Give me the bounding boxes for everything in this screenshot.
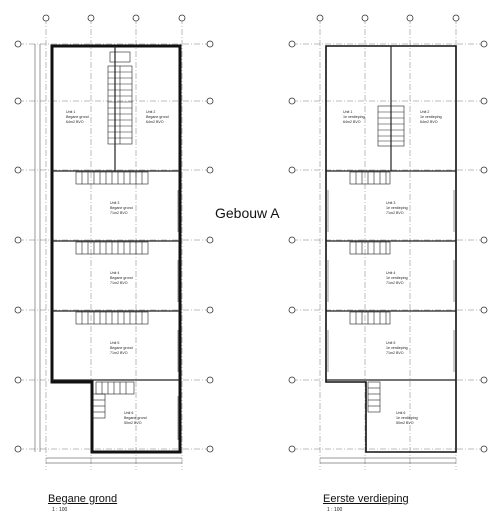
- central-stair-first: [377, 105, 405, 147]
- building-label: Gebouw A: [215, 205, 280, 221]
- unit-2-first-name: Unit 2: [420, 110, 429, 114]
- ground-floor-title: Begane grond: [48, 493, 118, 505]
- dimension-lines-first: [320, 457, 456, 464]
- grid-bubbles: [14, 14, 214, 453]
- unit-3-ground-floor: Begane grond: [110, 206, 133, 210]
- unit-5-first-name: Unit 5: [386, 341, 395, 345]
- inner-walls-first: [326, 46, 456, 381]
- unit-5-ground-area: 71m2 BVO: [110, 351, 128, 355]
- grid-bubbles-first: [288, 14, 488, 453]
- unit-3-first-name: Unit 3: [386, 201, 395, 205]
- unit-5-first-floor: 1e verdieping: [386, 346, 408, 350]
- first-floor-plan: Unit 1 1e verdieping 64m2 BVO Unit 2 1e …: [288, 14, 488, 470]
- facade-windows-first: [327, 190, 455, 372]
- unit-stairs-first: [349, 171, 391, 413]
- unit-4-ground-area: 71m2 BVO: [110, 281, 128, 285]
- unit-1-ground-area: 64m2 BVO: [66, 120, 84, 124]
- unit-4-first-name: Unit 4: [386, 271, 395, 275]
- outer-walls-first: [325, 45, 457, 453]
- unit-4-ground-floor: Begane grond: [110, 276, 133, 280]
- unit-1-ground-floor: Begane grond: [66, 115, 89, 119]
- unit-2-first-area: 64m2 BVO: [420, 120, 438, 124]
- unit-6-first-floor: 1e verdieping: [396, 416, 418, 420]
- unit-5-first-area: 71m2 BVO: [386, 351, 404, 355]
- grid-lines-vertical-first: [319, 18, 457, 470]
- unit-1-first-area: 64m2 BVO: [343, 120, 361, 124]
- unit-1-first-floor: 1e verdieping: [343, 115, 365, 119]
- unit-6-ground-name: Unit 6: [124, 411, 133, 415]
- unit-5-ground-floor: Begane grond: [110, 346, 133, 350]
- unit-3-first-area: 71m2 BVO: [386, 211, 404, 215]
- unit-3-first-floor: 1e verdieping: [386, 206, 408, 210]
- outer-walls: [50, 44, 182, 454]
- unit-2-first-floor: 1e verdieping: [420, 115, 442, 119]
- unit-1-ground-name: Unit 1: [66, 110, 75, 114]
- first-floor-title: Eerste verdieping: [323, 493, 409, 505]
- unit-6-first-area: 50m2 BVO: [396, 421, 414, 425]
- first-floor-scale: 1 : 100: [327, 507, 343, 513]
- unit-stairs: [75, 171, 149, 419]
- unit-2-ground-area: 64m2 BVO: [146, 120, 164, 124]
- unit-labels-first: Unit 1 1e verdieping 64m2 BVO Unit 2 1e …: [343, 110, 442, 425]
- unit-4-ground-name: Unit 4: [110, 271, 119, 275]
- ground-floor-plan: Unit 1 Begane grond 64m2 BVO Unit 2 Bega…: [14, 14, 214, 470]
- central-stair: [107, 51, 133, 145]
- unit-labels-ground: Unit 1 Begane grond 64m2 BVO Unit 2 Bega…: [66, 110, 169, 425]
- ground-floor-scale: 1 : 100: [52, 507, 68, 513]
- dimension-lines: [34, 44, 182, 464]
- unit-4-first-area: 71m2 BVO: [386, 281, 404, 285]
- unit-6-ground-floor: Begane grond: [124, 416, 147, 420]
- unit-3-ground-name: Unit 3: [110, 201, 119, 205]
- unit-1-first-name: Unit 1: [343, 110, 352, 114]
- unit-6-first-name: Unit 6: [396, 411, 405, 415]
- unit-3-ground-area: 71m2 BVO: [110, 211, 128, 215]
- inner-walls: [52, 46, 180, 381]
- unit-5-ground-name: Unit 5: [110, 341, 119, 345]
- grid-lines-vertical: [45, 18, 183, 470]
- unit-2-ground-name: Unit 2: [146, 110, 155, 114]
- unit-4-first-floor: 1e verdieping: [386, 276, 408, 280]
- unit-2-ground-floor: Begane grond: [146, 115, 169, 119]
- unit-6-ground-area: 50m2 BVO: [124, 421, 142, 425]
